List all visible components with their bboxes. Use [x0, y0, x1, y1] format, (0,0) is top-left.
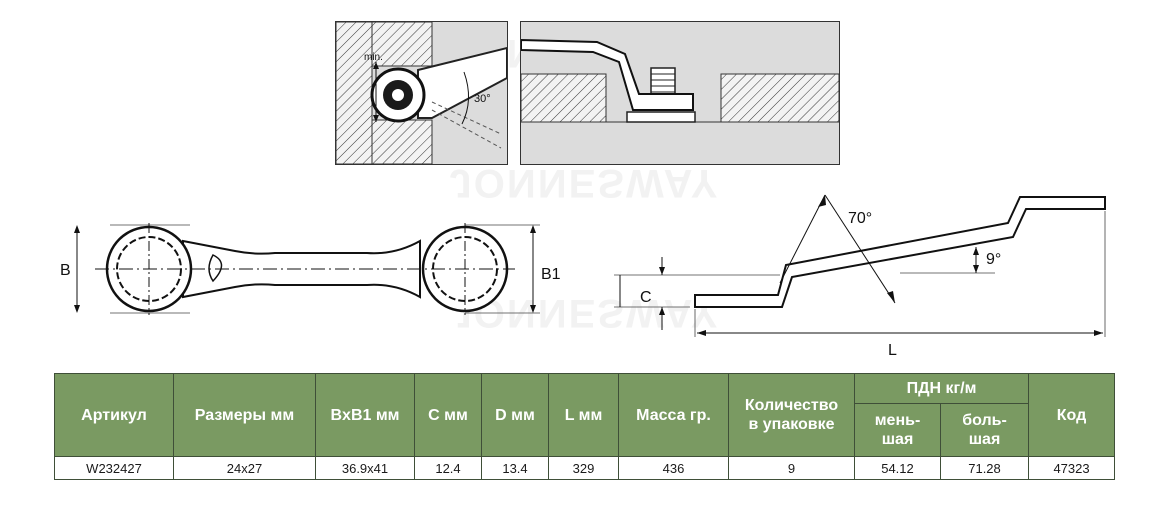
angle-70-label: 70°: [848, 210, 872, 227]
wrench-front-view: B B1: [60, 223, 561, 315]
header-sizes: Размеры мм: [173, 373, 316, 457]
angle-9-label: 9°: [986, 251, 1001, 268]
header-pdn: ПДН кг/м: [853, 373, 1030, 404]
usage-figure-clearance: min. 30°: [335, 21, 508, 165]
dimension-c-label: C: [640, 289, 652, 306]
header-pdn-large: боль- шая: [939, 403, 1030, 457]
angle-label: 30°: [474, 93, 491, 105]
wrench-side-view: 70° 9° C L: [614, 194, 1106, 359]
header-pdn-small-line1: мень-: [874, 412, 921, 429]
header-quantity: Количество в упаковке: [728, 373, 855, 457]
header-pdn-small: мень- шая: [854, 403, 941, 457]
header-article: Артикул: [54, 373, 174, 457]
cell-d: 13.4: [481, 456, 549, 480]
header-quantity-line2: в упаковке: [748, 416, 835, 433]
dimension-l-label: L: [888, 342, 897, 359]
cell-sizes: 24x27: [173, 456, 316, 480]
cell-bxb1: 36.9x41: [315, 456, 415, 480]
cell-mass: 436: [618, 456, 729, 480]
header-bxb1: BxB1 мм: [315, 373, 415, 457]
cell-pdn-small: 54.12: [854, 456, 941, 480]
header-quantity-line1: Количество: [744, 397, 839, 414]
cell-code: 47323: [1028, 456, 1116, 480]
dimension-b1-label: B1: [541, 266, 561, 283]
header-l: L мм: [548, 373, 619, 457]
header-pdn-small-line2: шая: [881, 431, 914, 448]
table-row: W232427 24x27 36.9x41 12.4 13.4 329 436 …: [54, 456, 1116, 480]
spec-table: Артикул Размеры мм BxB1 мм C мм D мм L м…: [54, 373, 1116, 480]
cell-l: 329: [548, 456, 619, 480]
recess-drawing: [521, 38, 839, 164]
min-label: min.: [364, 52, 383, 63]
header-c: C мм: [414, 373, 482, 457]
header-d: D мм: [481, 373, 549, 457]
cell-c: 12.4: [414, 456, 482, 480]
dimension-b-label: B: [60, 262, 71, 279]
clearance-drawing: min. 30°: [336, 22, 507, 164]
cell-pdn-large: 71.28: [939, 456, 1030, 480]
cell-article: W232427: [54, 456, 174, 480]
usage-figure-recess: [520, 21, 840, 165]
header-pdn-large-line1: боль-: [962, 412, 1007, 429]
header-code: Код: [1028, 373, 1116, 457]
header-pdn-large-line2: шая: [968, 431, 1001, 448]
cell-quantity: 9: [728, 456, 855, 480]
header-mass: Масса гр.: [618, 373, 729, 457]
